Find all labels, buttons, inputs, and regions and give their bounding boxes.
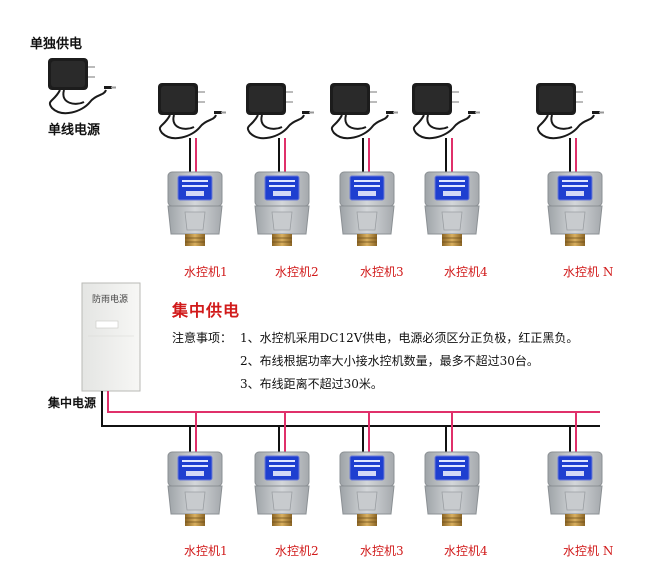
device-label: 水控机1 — [184, 544, 228, 558]
device-label: 水控机 N — [563, 265, 614, 279]
device-label: 水控机2 — [275, 265, 319, 279]
water-controller-icon — [339, 171, 395, 247]
device-label: 水控机4 — [444, 265, 488, 279]
central-supply-title: 集中供电 — [172, 301, 241, 320]
standalone-adapter-icon — [47, 57, 117, 115]
psu-label: 防雨电源 — [92, 295, 129, 305]
water-controller-icon — [424, 451, 480, 527]
adapter-icon — [157, 82, 227, 140]
bus-wires — [101, 391, 600, 427]
water-controller-icon — [254, 451, 310, 527]
water-controller-icon — [547, 171, 603, 247]
device-label: 水控机3 — [360, 544, 404, 558]
adapter-icon — [245, 82, 315, 140]
device-label: 水控机 N — [563, 544, 614, 558]
water-controller-icon — [254, 171, 310, 247]
single-line-power-label: 单线电源 — [48, 123, 101, 138]
top-wires — [189, 138, 577, 172]
device-label: 水控机1 — [184, 265, 228, 279]
water-controller-icon — [547, 451, 603, 527]
device-label: 水控机2 — [275, 544, 319, 558]
central-power-label: 集中电源 — [48, 396, 97, 410]
adapter-icon — [329, 82, 399, 140]
water-controller-icon — [424, 171, 480, 247]
device-label: 水控机3 — [360, 265, 404, 279]
drop-wires — [189, 412, 577, 452]
water-controller-icon — [339, 451, 395, 527]
water-controller-icon — [167, 451, 223, 527]
note-item-1: 1、水控机采用DC12V供电，电源必须区分正负极，红正黑负。 — [240, 331, 579, 345]
device-label: 水控机4 — [444, 544, 488, 558]
single-supply-label: 单独供电 — [30, 37, 83, 52]
central-power-supply-icon — [81, 282, 141, 392]
water-controller-icon — [167, 171, 223, 247]
note-item-3: 3、布线距离不超过30米。 — [240, 377, 383, 391]
adapter-icon — [535, 82, 605, 140]
notes-prefix: 注意事项： — [172, 331, 233, 345]
adapter-icon — [411, 82, 481, 140]
note-item-2: 2、布线根据功率大小接水控机数量，最多不超过30台。 — [240, 354, 539, 368]
